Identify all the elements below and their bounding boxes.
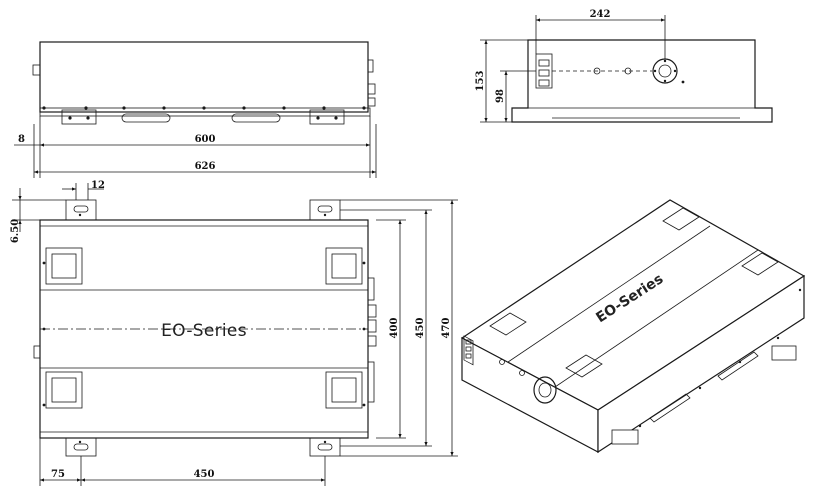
front-slot-right	[231, 113, 281, 123]
front-dim-lines	[14, 116, 377, 178]
front-right-connector-mid	[367, 83, 376, 95]
top-dim-lug-spacing: 450	[194, 469, 215, 480]
side-body	[511, 39, 773, 123]
front-right-connector-low	[367, 97, 376, 107]
side-dim-width: 242	[590, 9, 611, 20]
front-slot-left	[121, 113, 171, 123]
top-dim-lug-span: 450	[415, 318, 426, 339]
side-dim-lines	[480, 15, 666, 123]
side-connector-panel	[535, 53, 553, 89]
side-connector-1	[538, 59, 550, 67]
top-dim-edge-offset: 6.50	[10, 219, 21, 243]
top-dim-lug-width: 12	[91, 180, 105, 191]
top-dim-overall-depth: 470	[441, 318, 452, 339]
top-screws	[42, 213, 366, 444]
front-screws	[42, 106, 366, 120]
side-output-aperture	[652, 58, 678, 84]
iso-connector-panel	[463, 335, 474, 366]
side-connector-3	[538, 79, 550, 87]
iso-foot-rear	[771, 345, 797, 361]
front-left-foot	[61, 109, 97, 125]
top-dim-body-depth: 400	[389, 318, 400, 339]
iso-access-covers	[489, 207, 779, 378]
isometric-view: EO-Series	[460, 199, 806, 454]
top-lug-bottom-right	[309, 435, 341, 457]
iso-port-1	[499, 359, 505, 365]
front-dim-overall: 626	[195, 161, 216, 172]
top-dim-lug-offset: 75	[51, 469, 65, 480]
front-view: 600 8 626	[14, 41, 377, 178]
top-lug-bottom-left	[65, 435, 97, 457]
iso-right-face	[597, 274, 805, 454]
front-right-foot	[309, 109, 345, 125]
iso-slot-2	[717, 351, 759, 381]
iso-foot-front	[611, 429, 639, 445]
iso-port-2	[519, 370, 525, 376]
front-dim-width: 600	[195, 134, 216, 145]
iso-output-aperture	[533, 376, 557, 404]
side-dim-height: 153	[475, 71, 486, 92]
top-view: EO-Series 12 6.50	[10, 180, 458, 486]
iso-slot-1	[649, 393, 691, 423]
front-dim-offset: 8	[18, 134, 25, 145]
top-access-covers	[45, 247, 363, 409]
side-connector-2	[538, 69, 550, 77]
top-lug-top-right	[309, 199, 341, 223]
top-lug-top-left	[65, 199, 97, 223]
top-product-label: EO-Series	[161, 321, 247, 341]
front-body	[39, 41, 369, 113]
side-view: 242 153 98	[475, 9, 773, 123]
side-dim-port-height: 98	[495, 89, 506, 103]
front-left-connector	[32, 64, 41, 76]
top-dim-lines	[12, 183, 458, 486]
front-right-connector-top	[367, 59, 374, 73]
